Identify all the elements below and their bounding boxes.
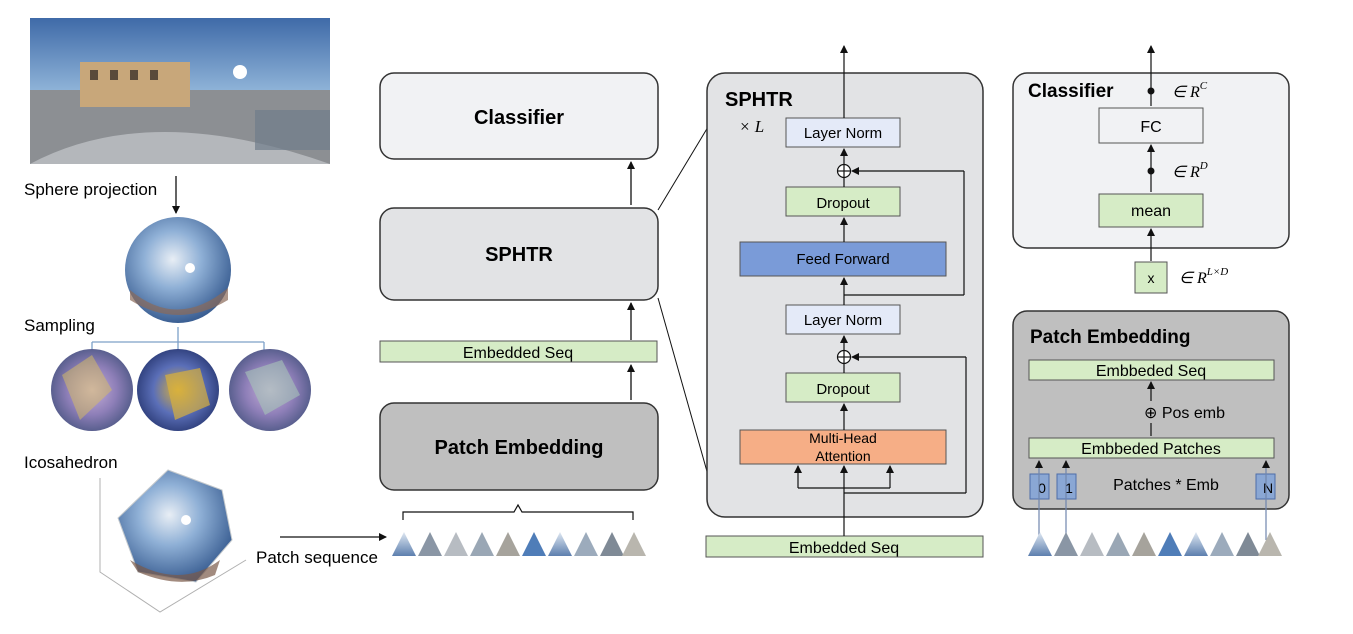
token-0-label: 0 xyxy=(1038,480,1046,496)
pe-patch-triangles xyxy=(1028,532,1282,556)
repeat-label: × L xyxy=(739,117,764,136)
pos-emb-bg xyxy=(1142,401,1254,423)
patch-brace xyxy=(402,503,634,520)
residual-add-top-icon xyxy=(836,163,852,179)
icosahedron-label: Icosahedron xyxy=(24,453,118,472)
ffn-residual-arrows xyxy=(840,167,965,305)
sampled-spheres xyxy=(51,349,311,431)
dim-c-label: ∈ RC xyxy=(1172,80,1208,101)
classifier-block xyxy=(379,72,659,160)
feed-forward-block xyxy=(739,241,947,277)
residual-add-bottom-icon xyxy=(836,349,852,365)
dropout-bottom-label: Dropout xyxy=(816,381,870,398)
patch-token-arrows xyxy=(1035,460,1270,540)
dropout-bottom-block xyxy=(785,372,901,403)
output-dot xyxy=(1147,87,1155,95)
feed-forward-label: Feed Forward xyxy=(796,251,889,268)
sphtr-detail-title: SPHTR xyxy=(725,89,793,111)
pe-embedded-seq-label: Embbeded Seq xyxy=(1096,363,1206,380)
layer-norm-bottom-block xyxy=(785,304,901,335)
sphtr-block xyxy=(379,207,659,301)
dropout-top-block xyxy=(785,186,901,217)
patch-tokens: 0 1 N xyxy=(1029,473,1276,500)
x-input-block xyxy=(1134,261,1168,294)
layer-norm-bottom-label: Layer Norm xyxy=(804,312,882,329)
pe-embedded-patches xyxy=(1028,437,1275,459)
patch-embedding-detail-title: Patch Embedding xyxy=(1030,327,1190,348)
multi-head-attention-block xyxy=(739,429,947,465)
zoom-line-bottom xyxy=(657,297,709,476)
panorama-image xyxy=(30,18,330,164)
overview-embedded-seq xyxy=(379,340,658,363)
mean-label: mean xyxy=(1131,203,1171,220)
layer-norm-top-label: Layer Norm xyxy=(804,125,882,142)
token-n-label: N xyxy=(1263,480,1273,496)
mha-label-line1: Multi-Head xyxy=(809,430,877,446)
icosahedron-image xyxy=(99,469,247,613)
mha-label-line2: Attention xyxy=(815,448,870,464)
classifier-detail-title: Classifier xyxy=(1028,81,1114,102)
patches-emb-label: Patches * Emb xyxy=(1113,477,1219,494)
overview-embedded-seq-label: Embedded Seq xyxy=(463,345,573,362)
pos-emb-label: ⊕ Pos emb xyxy=(1144,405,1225,422)
layer-norm-top-block xyxy=(785,117,901,148)
mha-input-arrows xyxy=(794,353,967,536)
sphere-projection-label: Sphere projection xyxy=(24,180,157,199)
sphtr-input-embedded-seq-label: Embedded Seq xyxy=(789,540,899,557)
mean-output-dot xyxy=(1147,167,1155,175)
dim-ld-label: ∈ RL×D xyxy=(1179,266,1228,287)
sampling-bracket xyxy=(91,327,265,350)
dropout-top-label: Dropout xyxy=(816,195,870,212)
overview-patch-triangles xyxy=(392,532,646,556)
patch-embedding-block xyxy=(379,402,659,491)
patch-sequence-label: Patch sequence xyxy=(256,548,378,567)
sphere-image xyxy=(125,217,231,323)
zoom-line-top xyxy=(657,126,709,211)
fc-label: FC xyxy=(1140,119,1161,136)
pe-embedded-seq xyxy=(1028,359,1275,381)
token-1-label: 1 xyxy=(1065,480,1073,496)
classifier-block-label: Classifier xyxy=(474,107,564,129)
dim-d-label: ∈ RD xyxy=(1172,160,1208,181)
x-input-label: x xyxy=(1148,270,1155,286)
sphtr-block-label: SPHTR xyxy=(485,244,553,266)
patch-embedding-block-label: Patch Embedding xyxy=(435,437,604,459)
sampling-label: Sampling xyxy=(24,316,95,335)
mean-block xyxy=(1098,193,1204,228)
fc-block xyxy=(1098,107,1204,144)
pe-embedded-patches-label: Embbeded Patches xyxy=(1081,441,1221,458)
